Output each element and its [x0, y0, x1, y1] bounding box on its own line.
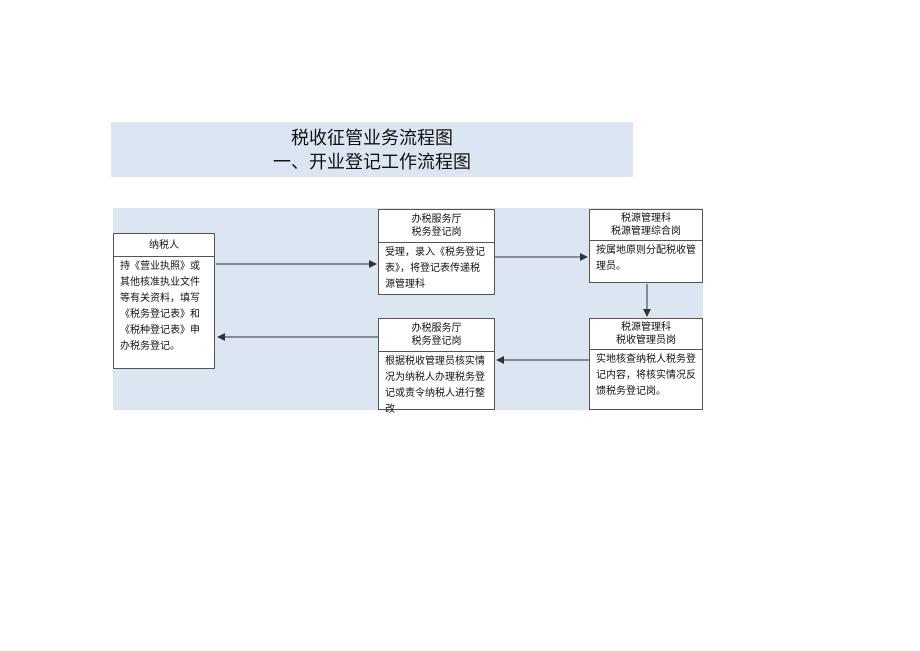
- service-registration-box-top-body: 受理，录入《税务登记表》，将登记表传递税源管理科: [385, 247, 485, 290]
- title-banner: 税收征管业务流程图 一、开业登记工作流程图: [111, 122, 633, 177]
- tax-manager-box: 税源管理科 税收管理员岗 实地核查纳税人税务登记内容，将核实情况反馈税务登记岗。: [589, 318, 703, 410]
- service-hall-label-2: 办税服务厅: [411, 323, 462, 334]
- tax-source-dept-label-2: 税源管理科: [621, 322, 671, 333]
- taxpayer-box-body: 持《营业执照》或其他核准执业文件等有关资料，填写《税务登记表》和《税种登记表》申…: [120, 261, 200, 352]
- service-registration-box-top: 办税服务厅 税务登记岗 受理，录入《税务登记表》，将登记表传递税源管理科: [378, 209, 495, 295]
- taxpayer-box: 纳税人 持《营业执照》或其他核准执业文件等有关资料，填写《税务登记表》和《税种登…: [113, 233, 215, 369]
- service-hall-label: 办税服务厅: [411, 214, 462, 225]
- service-registration-box-bottom-header: 办税服务厅 税务登记岗: [379, 319, 494, 352]
- tax-manager-box-body: 实地核查纳税人税务登记内容，将核实情况反馈税务登记岗。: [596, 354, 696, 397]
- taxpayer-box-header: 纳税人: [114, 234, 214, 257]
- registration-post-label: 税务登记岗: [411, 227, 462, 238]
- tax-manager-post-label: 税收管理员岗: [616, 335, 676, 346]
- tax-manager-box-header: 税源管理科 税收管理员岗: [590, 319, 702, 350]
- document-title: 税收征管业务流程图: [291, 128, 453, 149]
- tax-source-comprehensive-box-body: 按属地原则分配税收管理员。: [596, 245, 696, 272]
- registration-post-label-2: 税务登记岗: [411, 336, 462, 347]
- tax-source-dept-label: 税源管理科: [621, 213, 671, 224]
- tax-source-comprehensive-box-header: 税源管理科 税源管理综合岗: [590, 210, 702, 241]
- service-registration-box-bottom-body: 根据税收管理员核实情况为纳税人办理税务登记或责令纳税人进行整改: [385, 356, 485, 415]
- service-registration-box-bottom: 办税服务厅 税务登记岗 根据税收管理员核实情况为纳税人办理税务登记或责令纳税人进…: [378, 318, 495, 415]
- comprehensive-post-label: 税源管理综合岗: [611, 226, 681, 237]
- service-registration-box-top-header: 办税服务厅 税务登记岗: [379, 210, 494, 243]
- tax-source-comprehensive-box: 税源管理科 税源管理综合岗 按属地原则分配税收管理员。: [589, 209, 703, 283]
- section-title: 一、开业登记工作流程图: [273, 152, 471, 173]
